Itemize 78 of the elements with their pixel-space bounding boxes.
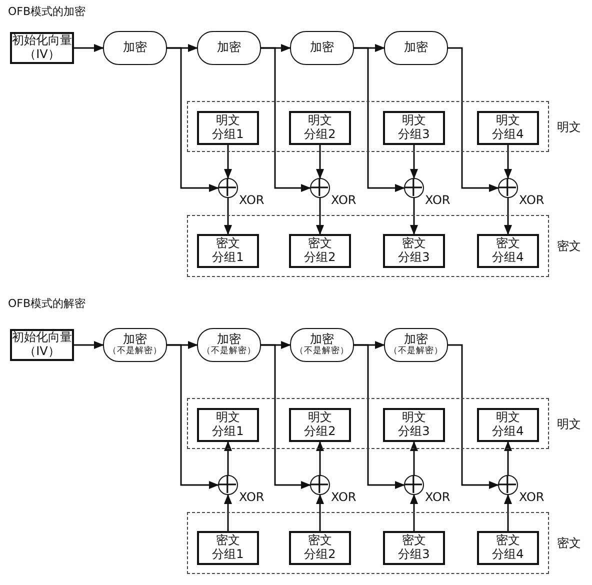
group-label: 密文 — [557, 238, 581, 255]
group-frame — [187, 398, 549, 449]
xor-symbol — [310, 475, 330, 495]
arrow — [448, 344, 499, 489]
xor-label: XOR — [425, 490, 450, 504]
process-box: 初始化向量（IV） — [10, 32, 74, 64]
arrow — [261, 47, 311, 192]
arrow — [410, 441, 418, 475]
block-box: 明文分组4 — [477, 111, 539, 145]
encrypt-terminal: 加密 （不是解密） — [290, 328, 354, 362]
block-box: 密文分组3 — [383, 531, 445, 565]
encrypt-terminal: 加密 （不是解密） — [103, 328, 167, 362]
arrow — [261, 344, 311, 489]
block-box: 密文分组2 — [289, 234, 351, 268]
arrow — [504, 441, 512, 475]
group-frame — [187, 215, 549, 277]
arrow — [504, 494, 512, 531]
arrow — [410, 198, 418, 235]
group-frame — [187, 512, 549, 574]
arrow — [410, 494, 418, 531]
arrow — [224, 145, 232, 179]
xor-label: XOR — [331, 490, 356, 504]
arrow — [504, 198, 512, 235]
arrow — [354, 344, 405, 489]
encrypt-terminal: 加密 （不是解密） — [197, 328, 261, 362]
xor-symbol — [310, 178, 330, 198]
block-box: 密文分组1 — [197, 531, 259, 565]
xor-label: XOR — [239, 193, 264, 207]
arrow — [74, 44, 104, 52]
encrypt-terminal: 加密 — [103, 31, 167, 65]
group-label: 明文 — [557, 416, 581, 432]
group-frame — [187, 101, 549, 152]
arrow — [354, 47, 405, 192]
xor-label: XOR — [519, 490, 544, 504]
arrow — [316, 145, 324, 179]
xor-symbol — [404, 178, 424, 198]
xor-label: XOR — [239, 490, 264, 504]
block-box: 密文分组4 — [477, 234, 539, 268]
block-box: 密文分组1 — [197, 234, 259, 268]
block-box: 明文分组3 — [383, 408, 445, 442]
encrypt-terminal: 加密 — [384, 31, 448, 65]
encrypt-terminal: 加密 — [197, 31, 261, 65]
encrypt-terminal: 加密 — [290, 31, 354, 65]
block-box: 明文分组4 — [477, 408, 539, 442]
xor-symbol — [404, 475, 424, 495]
block-box: 明文分组3 — [383, 111, 445, 145]
xor-label: XOR — [425, 193, 450, 207]
arrow — [316, 441, 324, 475]
xor-symbol — [218, 475, 238, 495]
block-box: 明文分组2 — [289, 408, 351, 442]
block-box: 明文分组2 — [289, 111, 351, 145]
encrypt-terminal: 加密 （不是解密） — [384, 328, 448, 362]
section-heading: OFB模式的解密 — [8, 296, 86, 311]
block-box: 密文分组2 — [289, 531, 351, 565]
block-box: 明文分组1 — [197, 111, 259, 145]
arrow — [167, 47, 219, 192]
arrow — [316, 198, 324, 235]
arrow — [224, 494, 232, 531]
xor-symbol — [498, 475, 518, 495]
block-box: 明文分组1 — [197, 408, 259, 442]
arrow — [410, 145, 418, 179]
group-label: 密文 — [557, 535, 581, 552]
section-heading: OFB模式的加密 — [8, 4, 86, 19]
xor-symbol — [218, 178, 238, 198]
arrow — [224, 441, 232, 475]
xor-label: XOR — [331, 193, 356, 207]
arrow — [448, 47, 499, 192]
arrow — [74, 341, 104, 349]
block-box: 密文分组3 — [383, 234, 445, 268]
group-label: 明文 — [557, 118, 581, 136]
arrow — [167, 344, 219, 489]
arrow — [504, 145, 512, 179]
block-box: 密文分组4 — [477, 531, 539, 565]
xor-label: XOR — [519, 193, 544, 207]
process-box: 初始化向量（IV） — [10, 329, 74, 361]
arrow — [224, 198, 232, 235]
xor-symbol — [498, 178, 518, 198]
arrow — [316, 494, 324, 531]
